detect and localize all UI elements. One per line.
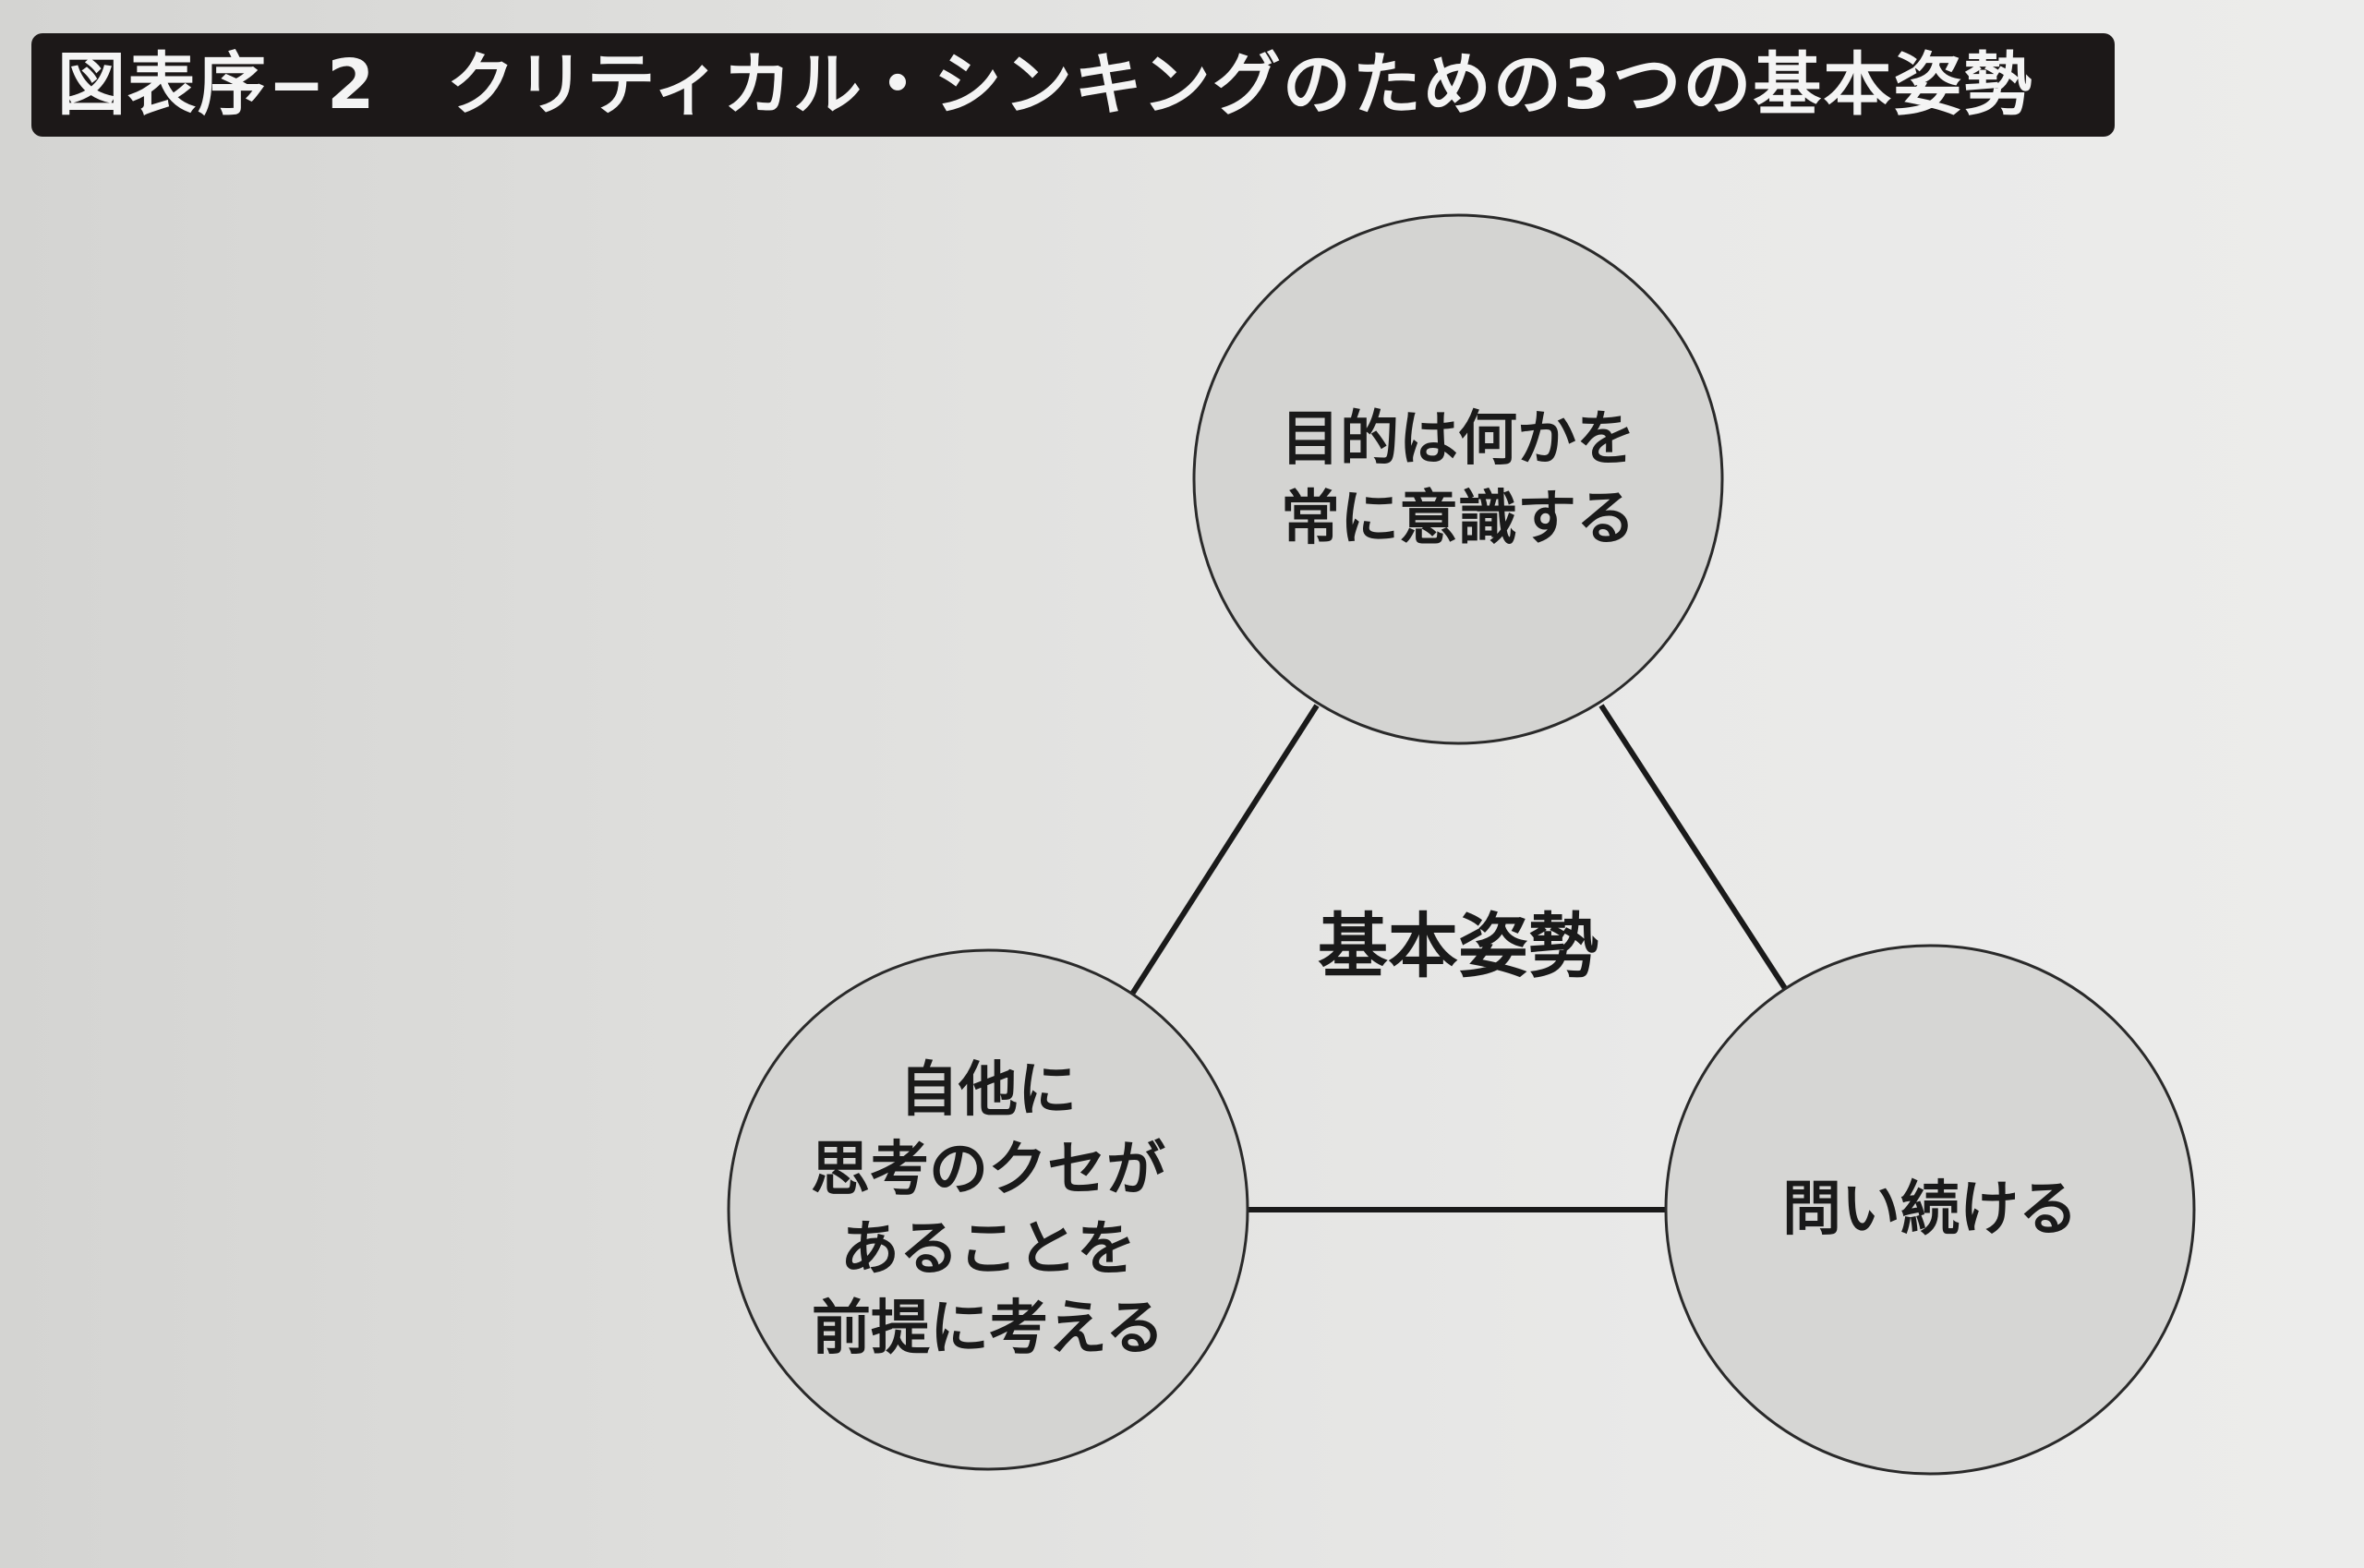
figure-title: 図表序−2 クリティカル・シンキングのための3つの基本姿勢 bbox=[31, 33, 2115, 137]
circle-right bbox=[1664, 944, 2196, 1476]
node-top-line: 常に意識する bbox=[1281, 485, 1635, 553]
node-top-line: 目的は何かを bbox=[1281, 405, 1635, 474]
connector-top-right bbox=[1598, 704, 1792, 997]
node-right-label: 問い続ける bbox=[1782, 1170, 2078, 1249]
node-top-label: 目的は何かを 常に意識する bbox=[1281, 400, 1635, 559]
node-left-line: あることを bbox=[840, 1215, 1136, 1284]
connector-top-left bbox=[1128, 704, 1320, 997]
node-left-line: 自他に bbox=[899, 1056, 1077, 1125]
center-label: 基本姿勢 bbox=[1318, 905, 1598, 987]
circle-left bbox=[727, 948, 1249, 1471]
node-left-line: 前提に考える bbox=[811, 1295, 1165, 1363]
circle-top bbox=[1192, 213, 1724, 745]
node-left-line: 思考のクセが bbox=[811, 1136, 1165, 1204]
node-left-label: 自他に 思考のクセが あることを 前提に考える bbox=[811, 1051, 1165, 1369]
node-right-line: 問い続ける bbox=[1782, 1176, 2078, 1244]
